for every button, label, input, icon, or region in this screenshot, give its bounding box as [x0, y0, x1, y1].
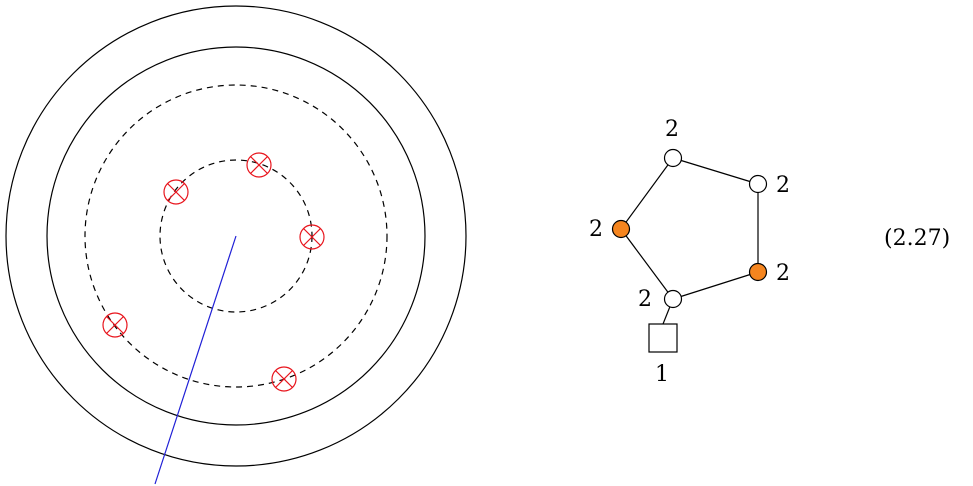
quiver-edge [620, 157, 674, 230]
inner-dashed-circle [159, 159, 313, 313]
flavor-node [648, 323, 678, 353]
outer-dashed-circle [84, 84, 388, 388]
node-label-left: 2 [589, 217, 603, 242]
quiver-edge [620, 228, 674, 300]
gauge-node-bottom [663, 289, 683, 309]
brane-marker [246, 152, 272, 178]
brane-marker [163, 179, 189, 205]
brane-marker [271, 366, 297, 392]
flavor-label: 1 [655, 362, 669, 387]
node-label-top: 2 [665, 117, 679, 142]
cut-line [154, 235, 237, 485]
gauge-node-lower-right [748, 262, 768, 282]
node-label-lower-right: 2 [776, 261, 790, 286]
gauge-node-upper-right [748, 174, 768, 194]
gauge-node-top [663, 148, 683, 168]
quiver-edge [672, 157, 759, 185]
outer-circle [5, 5, 467, 467]
node-label-bottom: 2 [638, 287, 652, 312]
gauge-node-left [611, 219, 631, 239]
quiver-diagram: 2 2 2 2 2 1 [589, 117, 790, 387]
middle-circle [46, 46, 426, 426]
brane-marker [299, 224, 325, 250]
brane-diagram [5, 5, 467, 485]
equation-number: (2.27) [884, 226, 950, 251]
quiver-edge [672, 271, 759, 300]
node-label-upper-right: 2 [776, 173, 790, 198]
brane-marker [102, 312, 128, 338]
